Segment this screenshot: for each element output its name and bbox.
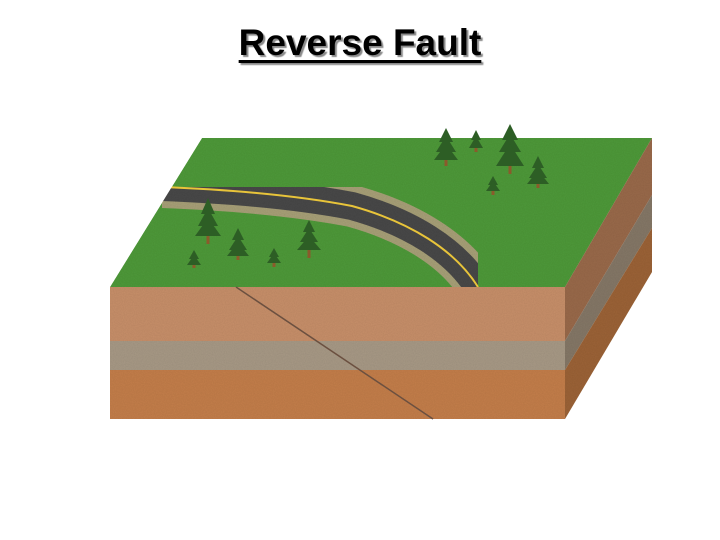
tree-icon [469, 130, 483, 152]
fault-line [235, 286, 434, 420]
tree-icon [297, 220, 321, 258]
front-face [110, 287, 565, 419]
side-gray [565, 195, 652, 370]
side-sandstone [565, 138, 652, 341]
trees [187, 124, 549, 268]
tree-icon [496, 124, 524, 174]
tree-icon [434, 128, 458, 166]
sandstone-layer [110, 287, 565, 341]
road-centerline [161, 186, 479, 288]
tree-icon [227, 228, 249, 260]
tree-icon [486, 176, 500, 195]
side-lower [565, 228, 652, 419]
lower-layer [110, 370, 565, 419]
tree-icon [187, 250, 201, 268]
side-face [565, 138, 652, 419]
tree-icon [195, 198, 221, 244]
tree-icon [527, 156, 549, 188]
slide-title: Reverse Fault [238, 22, 482, 63]
tree-icon [267, 248, 281, 267]
